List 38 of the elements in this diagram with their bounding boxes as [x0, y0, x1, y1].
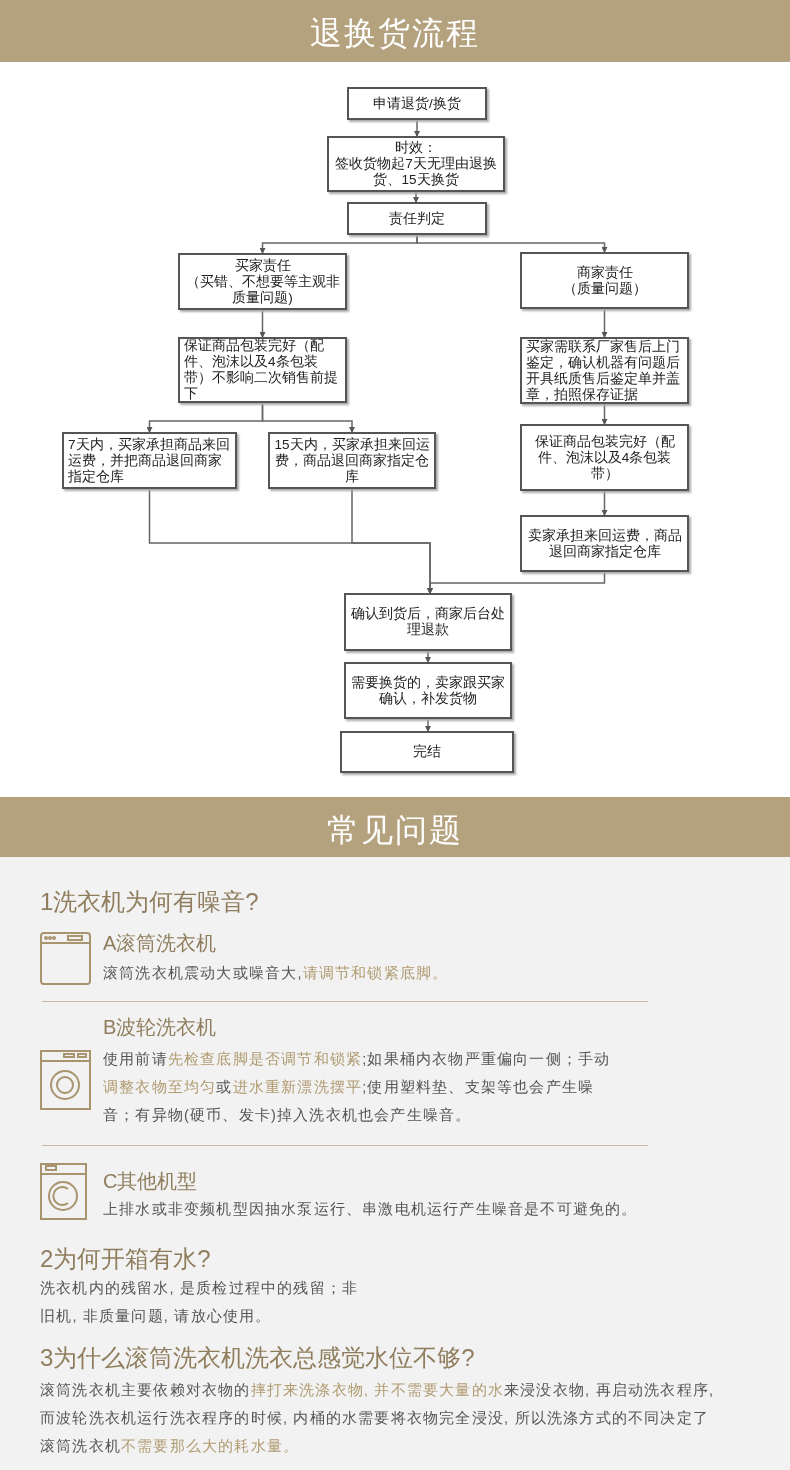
process-box: 完结 — [340, 731, 514, 773]
process-box: 买家责任 （买错、不想要等主观非质量问题) — [178, 253, 347, 310]
arrow — [601, 403, 608, 425]
question-heading: 2为何开箱有水? — [40, 1244, 211, 1274]
arrow — [425, 718, 431, 732]
process-box: 保证商品包装完好（配件、泡沫以及4条包装带）不影响二次销售前提下 — [178, 337, 347, 403]
body-text: 滚筒洗衣机震动大或噪音大,请调节和锁紧底脚。 — [103, 964, 450, 983]
section-title: 常见问题 — [327, 811, 463, 850]
process-box: 申请退货/换货 — [347, 87, 487, 120]
process-box: 确认到货后，商家后台处理退款 — [344, 593, 512, 651]
process-box: 15天内，买家承担来回运费，商品退回商家指定仓库 — [268, 432, 436, 489]
arrow — [601, 308, 608, 338]
arrow — [601, 490, 608, 516]
arrow — [413, 191, 419, 203]
process-box: 商家责任 （质量问题） — [520, 252, 689, 309]
arrow — [425, 650, 431, 663]
process-box: 保证商品包装完好（配件、泡沫以及4条包装带） — [520, 424, 689, 491]
body-text: 上排水或非变频机型因抽水泵运行、串激电机运行产生噪音是不可避免的。 — [103, 1200, 639, 1219]
subheading: B波轮洗衣机 — [103, 1015, 217, 1040]
body-text: 滚筒洗衣机主要依赖对衣物的摔打来洗涤衣物, 并不需要大量的水来浸没衣物, 再启动洗衣程序, 而波轮洗衣机运行洗衣程序的时候, 内桶的水需要将衣物完全浸没, 所以洗涤方式的不同决定了滚筒洗衣机不需要那么大的耗水量。 — [40, 1381, 716, 1456]
body-text: 使用前请先检查底脚是否调节和锁紧;如果桶内衣物严重偏向一侧；手动调整衣物至均匀或进水重新漂洗摆平;使用塑料垫、支架等也会产生噪音；有异物(硬币、发卡)掉入洗衣机也会产生噪音。 — [103, 1050, 612, 1125]
process-box: 卖家承担来回运费，商品退回商家指定仓库 — [520, 515, 689, 572]
arrow — [259, 309, 266, 338]
body-text: 洗衣机内的残留水, 是质检过程中的残留；非旧机, 非质量问题, 请放心使用。 — [40, 1279, 360, 1326]
question-heading: 1洗衣机为何有噪音? — [40, 887, 259, 917]
process-box: 时效： 签收货物起7天无理由退换货、15天换货 — [327, 136, 505, 192]
arrow — [427, 571, 606, 594]
arrow — [414, 119, 420, 137]
arrow — [416, 234, 608, 253]
section-title: 退换货流程 — [310, 14, 480, 53]
process-box: 买家需联系厂家售后上门鉴定，确认机器有问题后开具纸质售后鉴定单并盖章，拍照保存证据 — [520, 337, 689, 404]
process-box: 责任判定 — [347, 202, 487, 235]
subheading: A滚筒洗衣机 — [103, 931, 217, 956]
process-box: 需要换货的，卖家跟买家确认，补发货物 — [344, 662, 512, 719]
arrow — [261, 402, 355, 433]
subheading: C其他机型 — [103, 1169, 198, 1194]
process-box: 7天内，买家承担商品来回运费，并把商品退回商家指定仓库 — [62, 432, 237, 489]
question-heading: 3为什么滚筒洗衣机洗衣总感觉水位不够? — [40, 1343, 475, 1373]
